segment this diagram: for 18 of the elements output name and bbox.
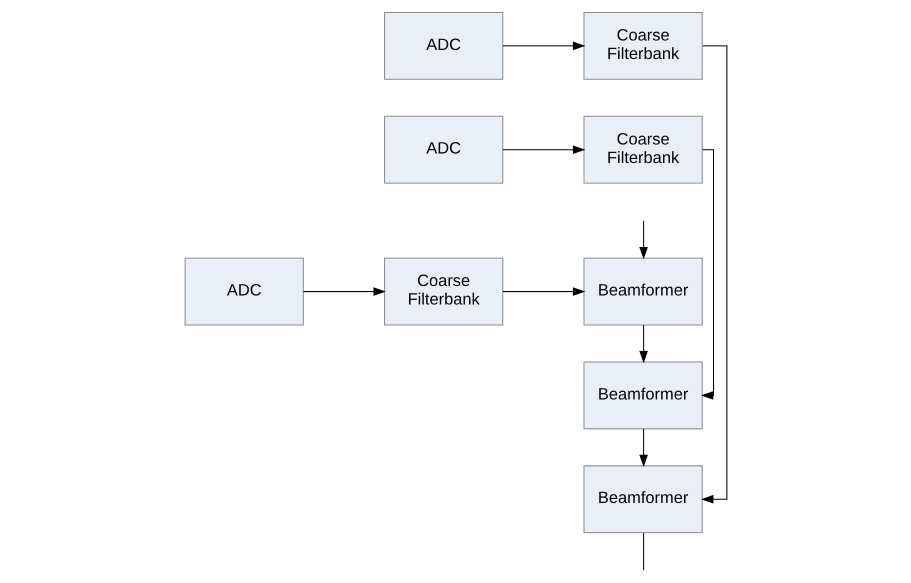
connector (642, 533, 644, 570)
arrow (502, 287, 585, 296)
arrow (638, 325, 648, 364)
node-box: Coarse Filterbank (582, 116, 702, 184)
arrow (502, 145, 585, 154)
arrow (700, 45, 727, 504)
node-box: ADC (384, 116, 503, 184)
node-box: Beamformer (582, 258, 702, 326)
node-box: Coarse Filterbank (384, 258, 503, 326)
arrow (303, 287, 386, 296)
node-box: Beamformer (582, 361, 702, 430)
node-box: Coarse Filterbank (582, 12, 702, 80)
arrow (638, 220, 648, 260)
arrow (638, 428, 648, 468)
node-box: ADC (384, 12, 503, 80)
arrow (502, 42, 585, 50)
node-box: ADC (184, 258, 304, 326)
node-box: Beamformer (582, 465, 702, 534)
